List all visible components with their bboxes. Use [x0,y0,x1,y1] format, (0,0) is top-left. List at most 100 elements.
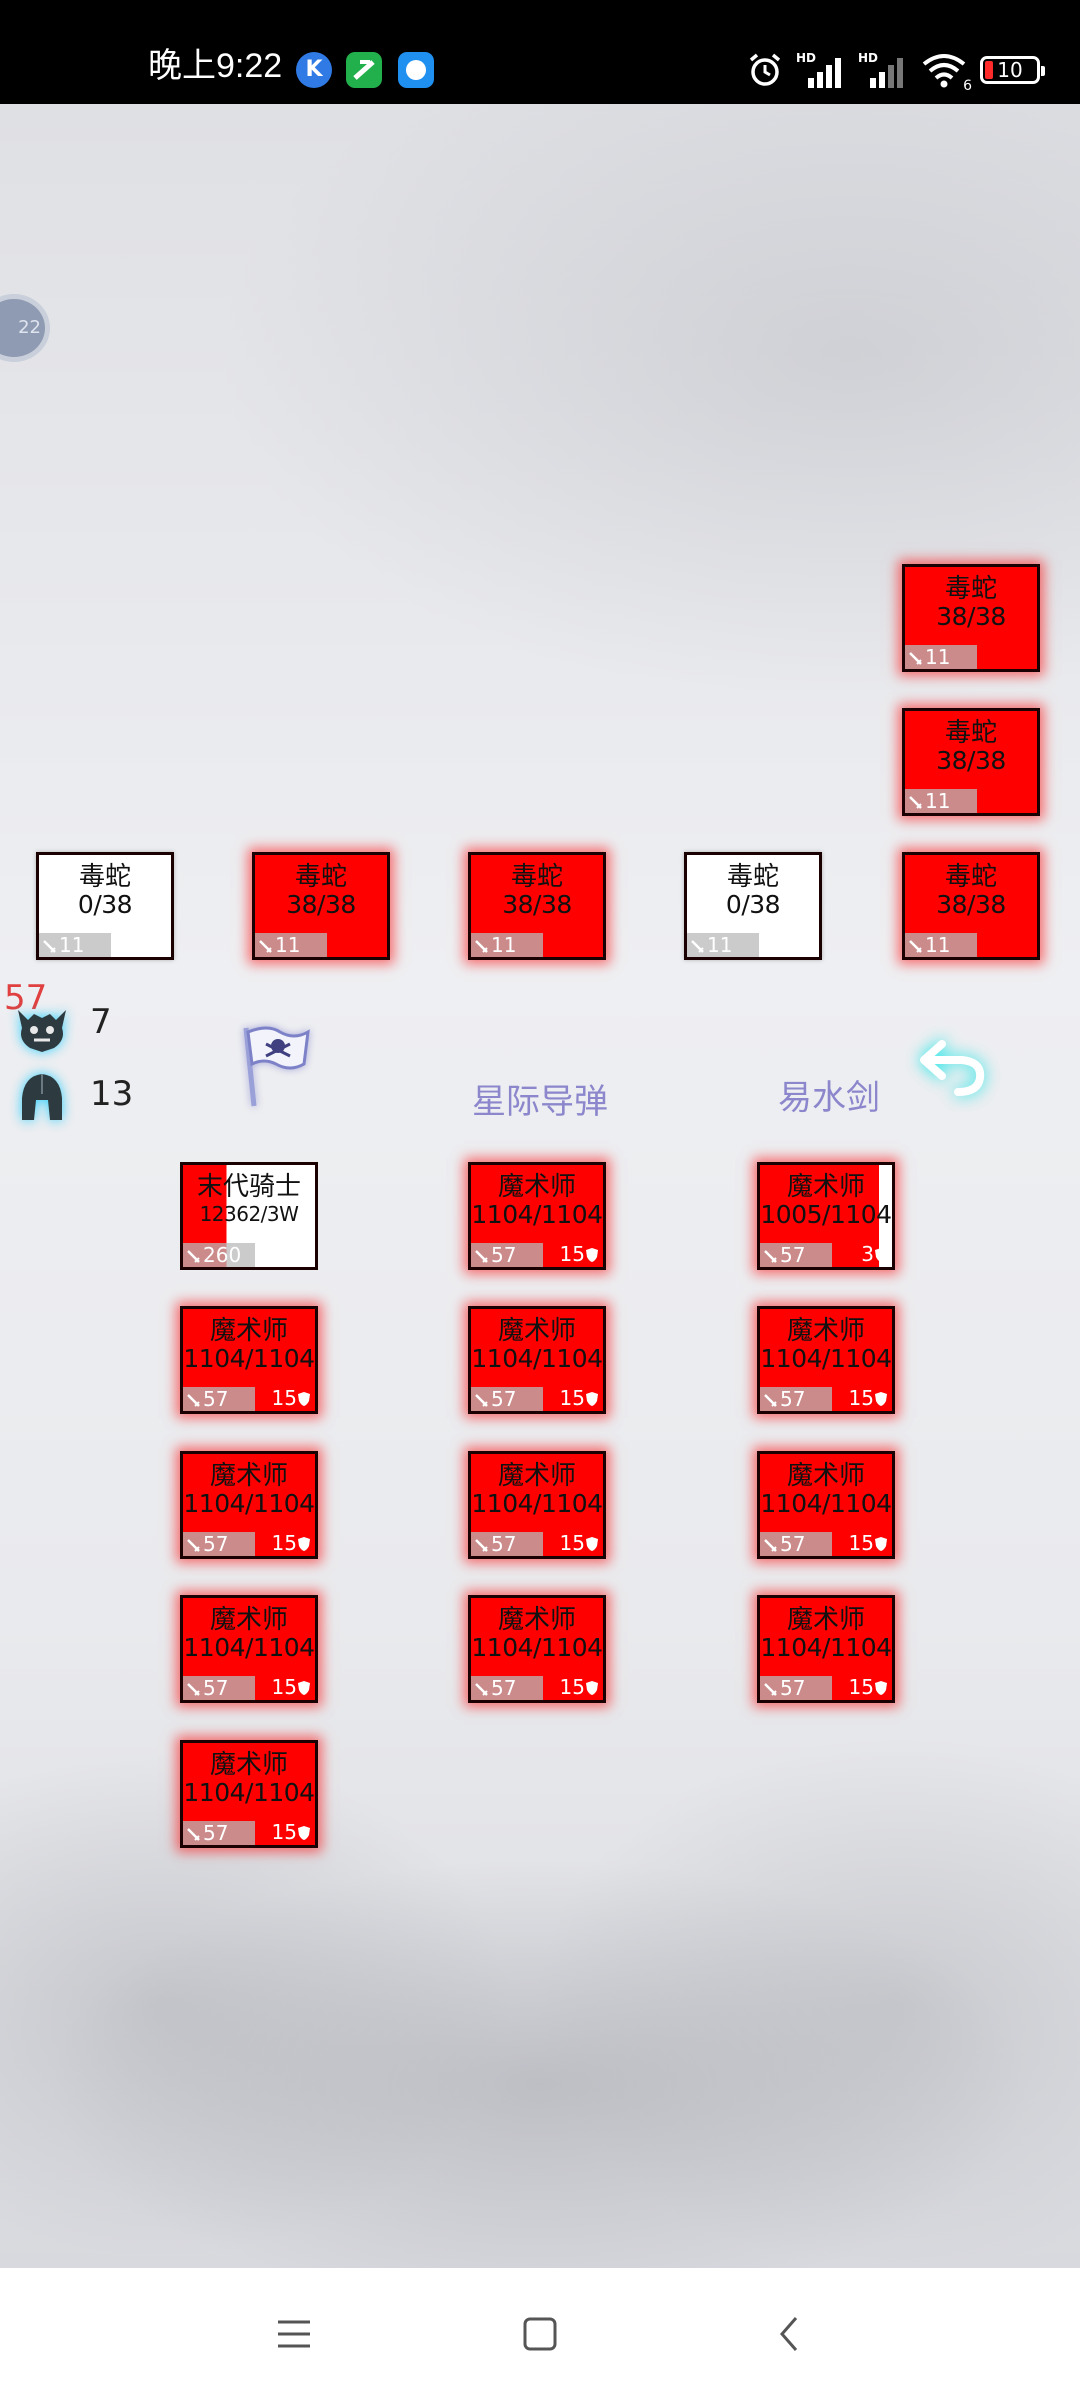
unit-attack-value: 57 [780,1532,806,1556]
unit-name: 毒蛇 [944,574,997,604]
k-app-icon: K [296,52,332,88]
battery-icon: 10 [980,56,1045,84]
side-floating-badge[interactable]: 22 [0,294,50,362]
svg-text:HD: HD [796,51,816,65]
sword-icon [909,652,922,665]
unit-attack: 57 [183,1387,255,1411]
unit-hp: 0/38 [725,890,781,919]
unit-defense-value: 15 [559,1386,585,1410]
wifi-badge: 6 [963,78,972,94]
unit-attack-value: 11 [925,789,951,813]
unit-defense-value: 15 [271,1531,297,1555]
unit-name: 魔术师 [209,1750,288,1780]
sword-icon [909,940,922,953]
shield-icon [586,1248,598,1262]
menu-icon[interactable] [274,2314,314,2354]
monster-stat: 7 [12,1002,122,1052]
unit-attack: 11 [39,933,111,957]
status-time: 晚上9:22 [148,47,283,85]
sword-icon [764,1394,777,1407]
shield-icon [298,1392,310,1406]
unit-name: 毒蛇 [944,862,997,892]
unit-attack: 57 [760,1676,832,1700]
unit-defense-value: 15 [271,1386,297,1410]
red-counter: 57 [4,978,48,1018]
sword-icon [187,1683,200,1696]
unit-name: 魔术师 [786,1461,865,1491]
shield-icon [298,1537,310,1551]
unit-hp: 1104/1104 [471,1633,603,1662]
sword-icon [187,1394,200,1407]
unit-defense: 15 [849,1386,888,1410]
unit-attack: 57 [183,1676,255,1700]
unit-name: 魔术师 [786,1316,865,1346]
unit-attack: 11 [687,933,759,957]
unit-defense: 15 [272,1531,311,1555]
unit-name: 魔术师 [497,1461,576,1491]
unit-name: 魔术师 [209,1316,288,1346]
pirate-flag-icon[interactable] [236,1022,316,1112]
unit-attack: 260 [183,1243,255,1267]
sword-icon [691,940,704,953]
unit-attack: 11 [905,645,977,669]
skill-yishui-sword[interactable]: 易水剑 [778,1078,880,1118]
unit-name: 魔术师 [786,1172,865,1202]
sword-icon [259,940,272,953]
unit-defense: 15 [849,1531,888,1555]
home-icon[interactable] [520,2314,560,2354]
unit-attack-value: 57 [491,1676,517,1700]
unit-attack: 57 [760,1243,832,1267]
skill-interstellar-missile[interactable]: 星际导弹 [472,1082,608,1122]
unit-hp: 38/38 [286,890,356,919]
unit-name: 毒蛇 [726,862,779,892]
unit-defense: 15 [560,1386,599,1410]
unit-attack: 57 [183,1821,255,1845]
unit-attack-value: 57 [491,1387,517,1411]
unit-attack: 11 [905,789,977,813]
unit-defense-value: 15 [271,1675,297,1699]
unit-name: 魔术师 [209,1605,288,1635]
unit-attack: 11 [471,933,543,957]
unit-attack-value: 57 [203,1676,229,1700]
unit-name: 魔术师 [209,1461,288,1491]
unit-hp: 38/38 [936,746,1006,775]
unit-hp: 1005/1104 [760,1200,892,1229]
unit-attack-value: 11 [275,933,301,957]
sword-icon [475,1394,488,1407]
navigation-bar [0,2268,1080,2400]
unit-defense: 15 [560,1531,599,1555]
unit-attack-value: 11 [925,933,951,957]
unit-attack: 57 [471,1243,543,1267]
unit-attack-value: 11 [925,645,951,669]
wifi-icon: 6 [920,50,972,94]
back-icon[interactable] [770,2314,810,2354]
undo-icon[interactable] [918,1034,990,1098]
unit-attack: 57 [183,1532,255,1556]
unit-attack-value: 57 [203,1532,229,1556]
unit-hp: 1104/1104 [183,1344,315,1373]
soldier-count: 13 [90,1074,134,1114]
unit-attack: 11 [255,933,327,957]
sword-icon [764,1683,777,1696]
